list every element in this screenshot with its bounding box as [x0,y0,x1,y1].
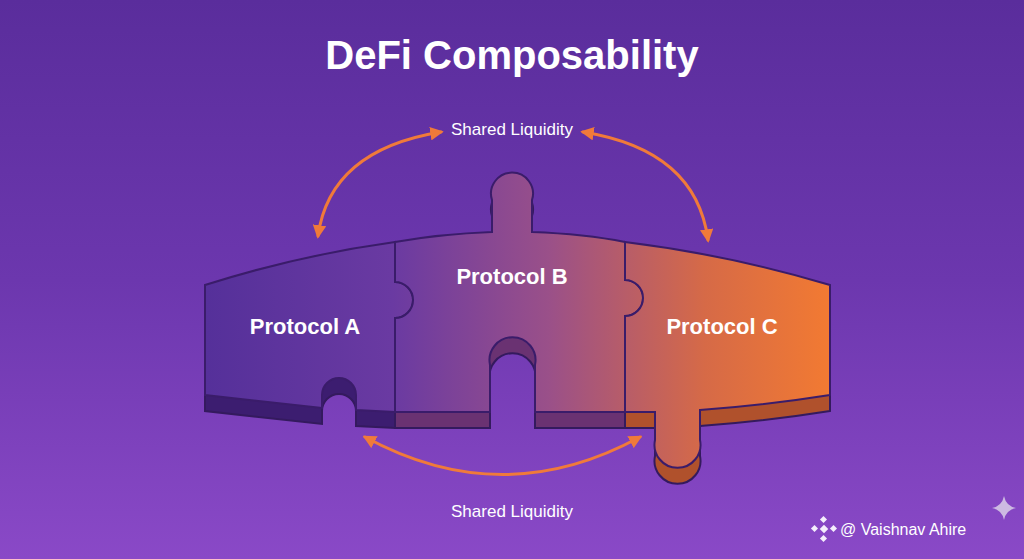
protocol-label: Protocol B [456,264,567,290]
piece-outline [600,235,835,475]
puzzle-piece: Protocol C [600,235,835,475]
edge-label: Shared Liquidity [451,502,573,522]
connector [365,437,640,475]
watermark: @ Vaishnav Ahire [840,521,966,539]
piece-face [625,242,830,468]
liquidity-arrow [318,132,441,236]
liquidity-arrow [583,132,708,240]
protocol-label: Protocol A [250,314,360,340]
piece-face [395,173,643,412]
piece-outline [388,170,633,420]
binance-logo [811,516,837,542]
edge-label: Shared Liquidity [451,120,573,140]
sparkle-icon [992,496,1016,520]
title: DeFi Composability [325,33,698,78]
protocol-label: Protocol C [666,314,777,340]
liquidity-arrow [365,437,640,475]
piece-face [205,242,413,412]
puzzle-piece: Protocol B [388,170,633,420]
